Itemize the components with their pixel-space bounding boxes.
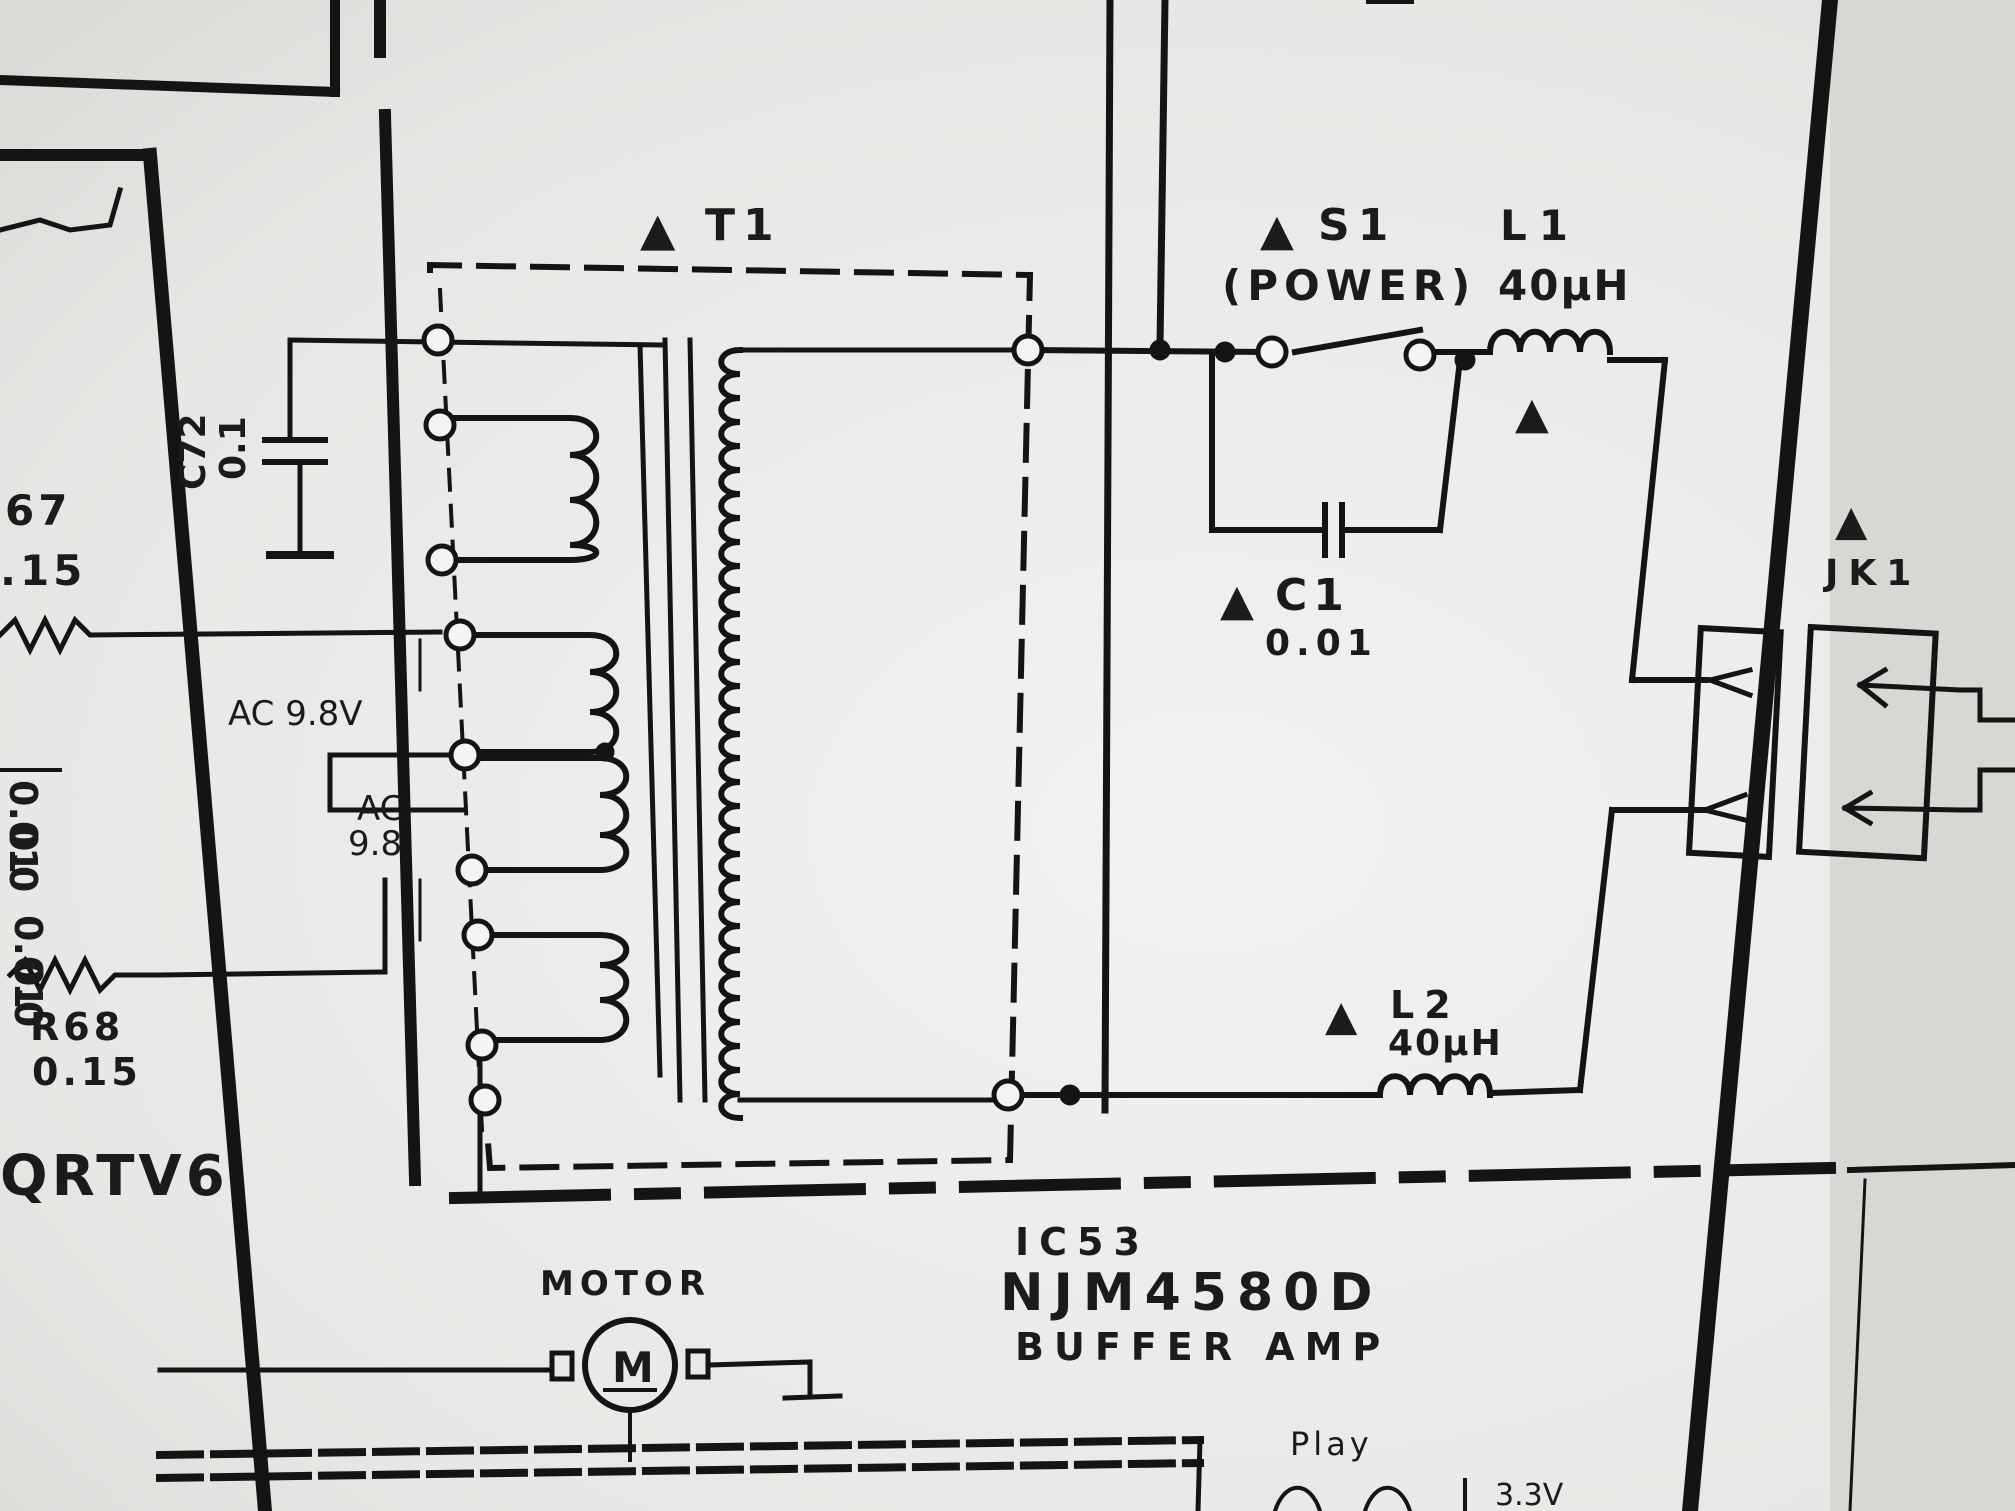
motor-symbol: M	[612, 1343, 654, 1392]
monitor-bezel	[1830, 0, 2015, 1511]
left-cap-top-value-2: 0.0	[1, 825, 45, 892]
transformer-label: T1	[705, 200, 782, 251]
resistor68-label: R68	[30, 1005, 124, 1049]
ic-function-label: BUFFER AMP	[1015, 1325, 1390, 1369]
cap1-warning-icon: ▲	[1220, 575, 1254, 626]
jack-warning-icon: ▲	[1835, 496, 1868, 545]
ac-voltage-label-1: AC 9.8V	[228, 694, 363, 734]
ac-voltage-label-2: AC	[357, 789, 403, 829]
switch-label: S1	[1318, 200, 1396, 251]
jack-left-box	[1685, 624, 1784, 861]
inductor2-warning-icon: ▲	[1325, 991, 1358, 1040]
play-label: Play	[1290, 1425, 1373, 1463]
resistor68-value: 0.15	[32, 1050, 142, 1094]
left-cap-top-value: 0.01	[1, 780, 45, 874]
inductor2-value: 40μH	[1388, 1023, 1503, 1064]
transformer-warning-icon: ▲	[640, 202, 676, 256]
frame-line-right	[1681, 0, 1839, 1511]
resistor67-value: .15	[0, 546, 86, 595]
jack-right-box	[1795, 623, 1939, 862]
inductor1-value: 40μH	[1498, 261, 1631, 310]
resistor67-label: 67	[5, 486, 71, 535]
cap72-label: C72	[173, 413, 214, 490]
inductor1-label: L1	[1500, 201, 1580, 250]
switch-warning-icon: ▲	[1260, 205, 1294, 256]
frame-line-left	[142, 147, 273, 1511]
motor-label: MOTOR	[540, 1264, 711, 1304]
ic-ref-label: IC53	[1015, 1220, 1150, 1264]
cap1-value: 0.01	[1265, 623, 1378, 664]
cap72-value: 0.1	[213, 416, 254, 480]
transistor-partial-label: QRTV6	[0, 1144, 229, 1209]
voltage-label-3v3: 3.3V	[1495, 1478, 1564, 1511]
ac-voltage-value-2: 9.8	[348, 824, 402, 864]
switch-name: (POWER)	[1222, 261, 1476, 310]
cap1-label: C1	[1275, 570, 1350, 621]
ic-part-label: NJM4580D	[1000, 1263, 1383, 1323]
inductor2-label: L2	[1390, 983, 1461, 1027]
inductor1-warning-icon: ▲	[1515, 388, 1549, 439]
left-cap-bottom-value: 0.01	[6, 915, 50, 1009]
jack-label: JK1	[1822, 553, 1921, 594]
left-cap-bottom-value-2: 0.0	[6, 960, 50, 1027]
